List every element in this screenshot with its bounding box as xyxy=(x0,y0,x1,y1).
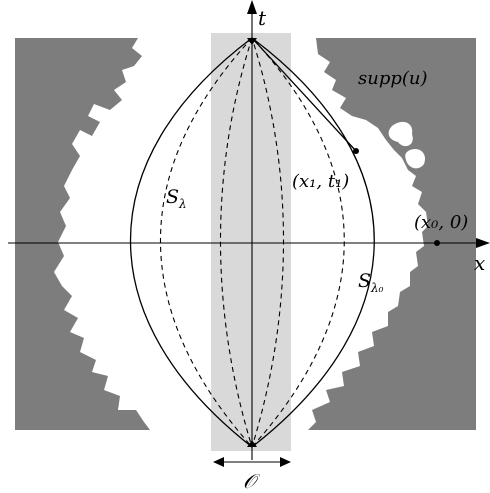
x-axis-arrowhead xyxy=(476,238,490,248)
set-o-arrow-right xyxy=(280,457,291,467)
curve-s-lambda-dashed-1 xyxy=(160,37,345,448)
t-axis-label: t xyxy=(258,6,267,30)
support-region-right xyxy=(308,38,476,430)
bottom-vertex-marker xyxy=(247,440,257,447)
s-lambda0-label: Sλ₀ xyxy=(358,270,384,295)
t-axis-arrowhead xyxy=(247,0,257,14)
set-o-label: 𝒪 xyxy=(243,469,261,493)
point-x1t1-label: (x₁, t₁) xyxy=(292,171,349,192)
s-lambda-sub: λ xyxy=(178,197,187,211)
support-region-left xyxy=(15,38,150,430)
light-strip xyxy=(211,33,291,451)
s-lambda0-main: S xyxy=(358,270,371,292)
s-lambda0-sub: λ₀ xyxy=(370,281,384,295)
tangent-line xyxy=(251,37,357,152)
point-x0-0 xyxy=(434,240,440,246)
set-o-arrow-left xyxy=(213,457,224,467)
point-x00-label: (x₀, 0) xyxy=(414,212,468,233)
s-lambda-label: Sλ xyxy=(166,186,187,211)
top-vertex-marker xyxy=(247,38,257,45)
x-axis-label: x xyxy=(474,251,485,275)
support-hole-2 xyxy=(405,148,426,169)
supp-label: supp(u) xyxy=(358,68,428,89)
s-lambda-main: S xyxy=(166,186,179,208)
point-x1-t1 xyxy=(353,148,359,154)
support-hole-1 xyxy=(388,121,413,147)
